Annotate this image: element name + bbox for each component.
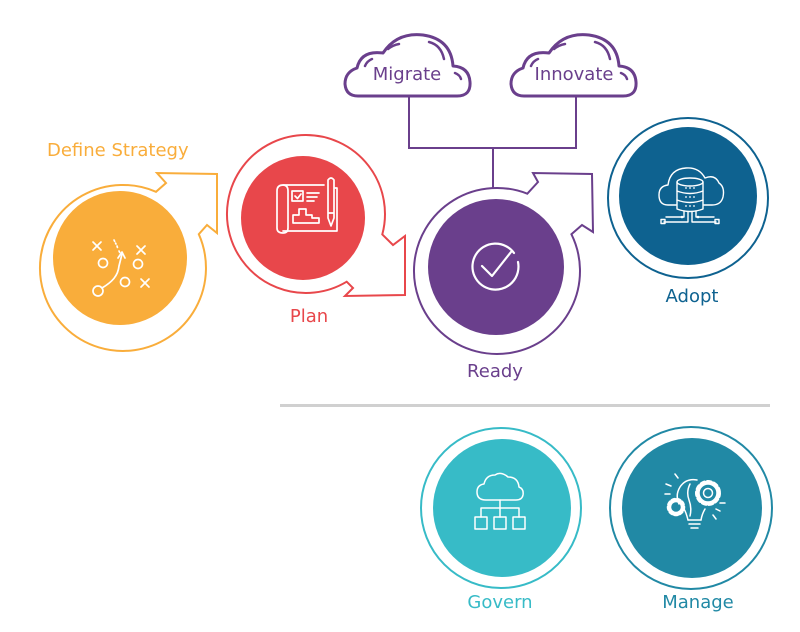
stage-govern: Govern (420, 427, 582, 613)
define-strategy-circle (53, 191, 187, 325)
define-strategy-ring-arrow (38, 171, 218, 352)
blueprint-plan-icon (276, 177, 338, 234)
stage-define-strategy: Define Strategy (38, 140, 218, 352)
adopt-ring (607, 117, 769, 279)
govern-label: Govern (467, 592, 532, 613)
lightbulb-gears-icon (664, 473, 726, 529)
plan-circle (241, 156, 365, 280)
plan-label: Plan (290, 306, 328, 327)
migrate-cloud-highlight (363, 40, 463, 81)
stage-ready: Ready (413, 171, 595, 382)
manage-label: Manage (662, 592, 734, 613)
stage-adopt: Adopt (607, 117, 769, 307)
adopt-label: Adopt (666, 286, 719, 307)
plan-ring-arrow (226, 134, 406, 298)
cloud-migrate: Migrate (343, 33, 472, 98)
innovate-cloud-outline (509, 33, 638, 98)
cloud-innovate: Innovate (509, 33, 638, 98)
adopt-circle (619, 127, 757, 265)
ready-label: Ready (467, 361, 523, 382)
strategy-playbook-icon (92, 239, 150, 297)
innovate-cloud-highlight (529, 40, 629, 81)
define-strategy-label: Define Strategy (47, 140, 189, 161)
checkmark-circle-icon (471, 242, 520, 291)
innovate-label: Innovate (535, 64, 614, 85)
govern-ring (420, 427, 582, 589)
manage-ring (609, 426, 773, 590)
cloud-connector-lines (408, 96, 577, 189)
cloud-hierarchy-icon (474, 472, 526, 530)
migrate-label: Migrate (373, 64, 442, 85)
ready-ring-arrow (413, 171, 595, 355)
section-divider (280, 404, 770, 407)
manage-circle (622, 438, 762, 578)
ready-circle (428, 199, 564, 335)
stage-plan: Plan (226, 134, 406, 327)
cloud-database-icon (658, 167, 725, 225)
stage-manage: Manage (609, 426, 773, 613)
migrate-cloud-outline (343, 33, 472, 98)
